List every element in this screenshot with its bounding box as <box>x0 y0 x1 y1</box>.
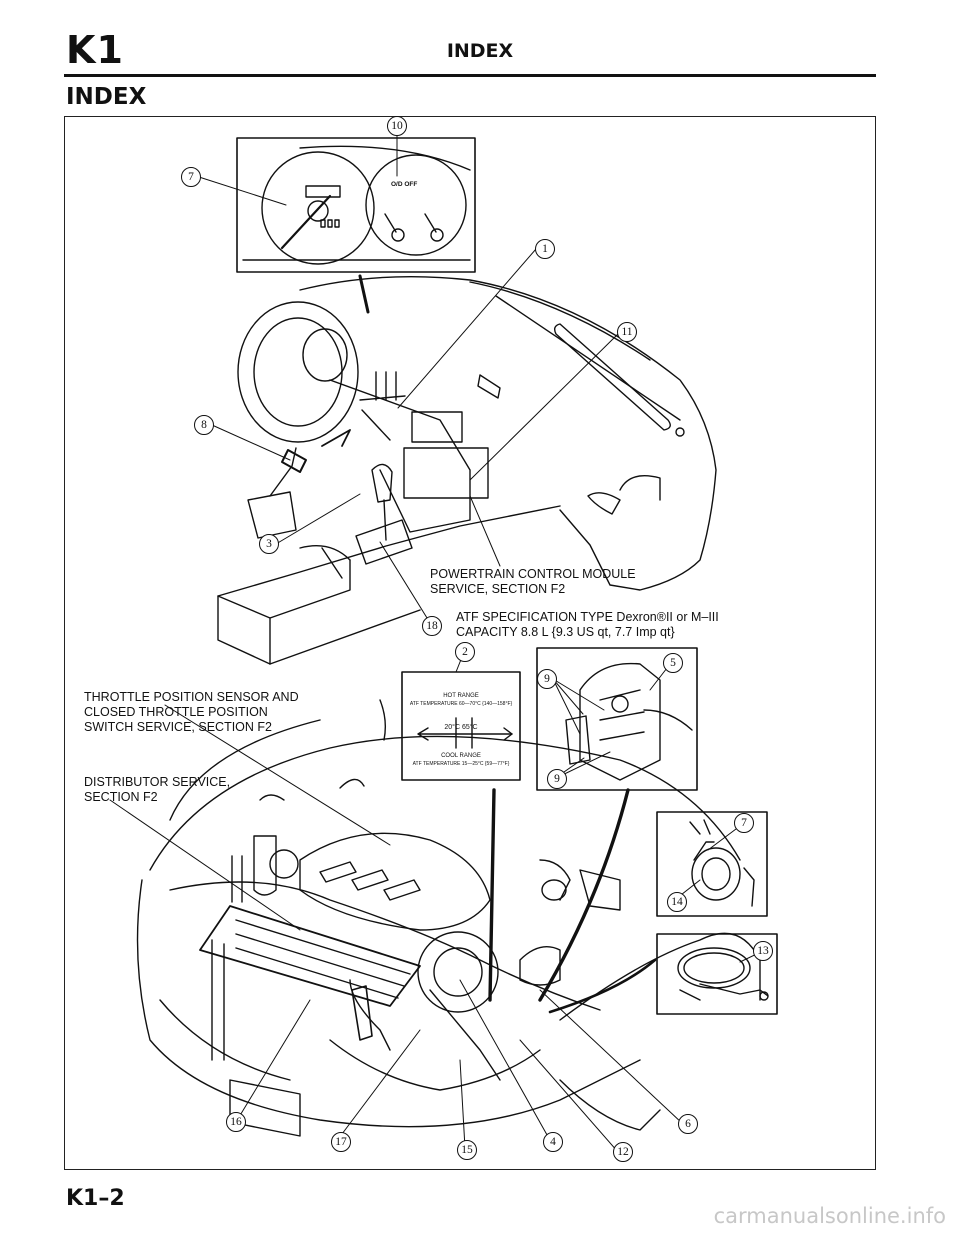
engine-bay-drawing <box>136 699 761 1137</box>
section-heading: INDEX <box>66 84 147 110</box>
page-header-section: K1 <box>66 28 124 72</box>
callout-11: 11 <box>617 322 637 342</box>
dipstick-inset <box>401 671 521 781</box>
callout-8: 8 <box>194 415 214 435</box>
callout-14: 14 <box>667 892 687 912</box>
figure-frame <box>64 116 876 1170</box>
header-rule <box>64 74 876 77</box>
pcm-label: POWERTRAIN CONTROL MODULE SERVICE, SECTI… <box>430 567 636 597</box>
dipstick-cool-range: COOL RANGE <box>441 753 481 759</box>
tps-label-line3: SWITCH SERVICE, SECTION F2 <box>84 720 272 734</box>
callout-5: 5 <box>663 653 683 673</box>
callout-7-connector: 7 <box>734 813 754 833</box>
watermark: carmanualsonline.info <box>713 1204 946 1228</box>
page-header-title: INDEX <box>446 40 514 62</box>
callout-7-cluster: 7 <box>181 167 201 187</box>
callout-18: 18 <box>422 616 442 636</box>
callout-9-lower: 9 <box>547 769 567 789</box>
callout-1: 1 <box>535 239 555 259</box>
distributor-label: DISTRIBUTOR SERVICE, SECTION F2 <box>84 775 230 805</box>
callout-12: 12 <box>613 1142 633 1162</box>
tps-label-line2: CLOSED THROTTLE POSITION <box>84 705 268 719</box>
dipstick-hot-temp: ATF TEMPERATURE 60—70°C {140—158°F} <box>409 701 513 707</box>
clamp-inset <box>656 933 778 1015</box>
callout-leaders <box>109 125 764 1153</box>
callout-3: 3 <box>259 534 279 554</box>
distributor-label-line1: DISTRIBUTOR SERVICE, <box>84 775 231 789</box>
dipstick-cool-temp: ATF TEMPERATURE 15—25°C {59—77°F} <box>412 761 510 767</box>
callout-2: 2 <box>455 642 475 662</box>
callout-13: 13 <box>753 941 773 961</box>
callout-16: 16 <box>226 1112 246 1132</box>
page-number: K1–2 <box>66 1186 125 1211</box>
dipstick-hot-range: HOT RANGE <box>443 693 479 699</box>
callout-17: 17 <box>331 1132 351 1152</box>
connector-inset <box>656 811 768 917</box>
atf-spec-line1: ATF SPECIFICATION TYPE Dexron®II or M–II… <box>456 610 719 624</box>
od-off-switch-text: O/D OFF <box>391 181 417 188</box>
callout-6: 6 <box>678 1114 698 1134</box>
instrument-cluster-inset: O/D OFF <box>236 137 476 273</box>
dipstick-marks: 20°C 65°C <box>444 724 478 731</box>
callout-10: 10 <box>387 116 407 136</box>
callout-15: 15 <box>457 1140 477 1160</box>
distributor-label-line2: SECTION F2 <box>84 790 158 804</box>
callout-9-upper: 9 <box>537 669 557 689</box>
atf-spec-label: ATF SPECIFICATION TYPE Dexron®II or M–II… <box>456 610 719 640</box>
tps-label-line1: THROTTLE POSITION SENSOR AND <box>84 690 299 704</box>
tps-label: THROTTLE POSITION SENSOR AND CLOSED THRO… <box>84 690 299 735</box>
pcm-label-line2: SERVICE, SECTION F2 <box>430 582 566 596</box>
dashboard-drawing <box>217 275 717 665</box>
pcm-label-line1: POWERTRAIN CONTROL MODULE <box>430 567 636 581</box>
atf-spec-line2: CAPACITY 8.8 L {9.3 US qt, 7.7 Imp qt} <box>456 625 675 639</box>
callout-4: 4 <box>543 1132 563 1152</box>
